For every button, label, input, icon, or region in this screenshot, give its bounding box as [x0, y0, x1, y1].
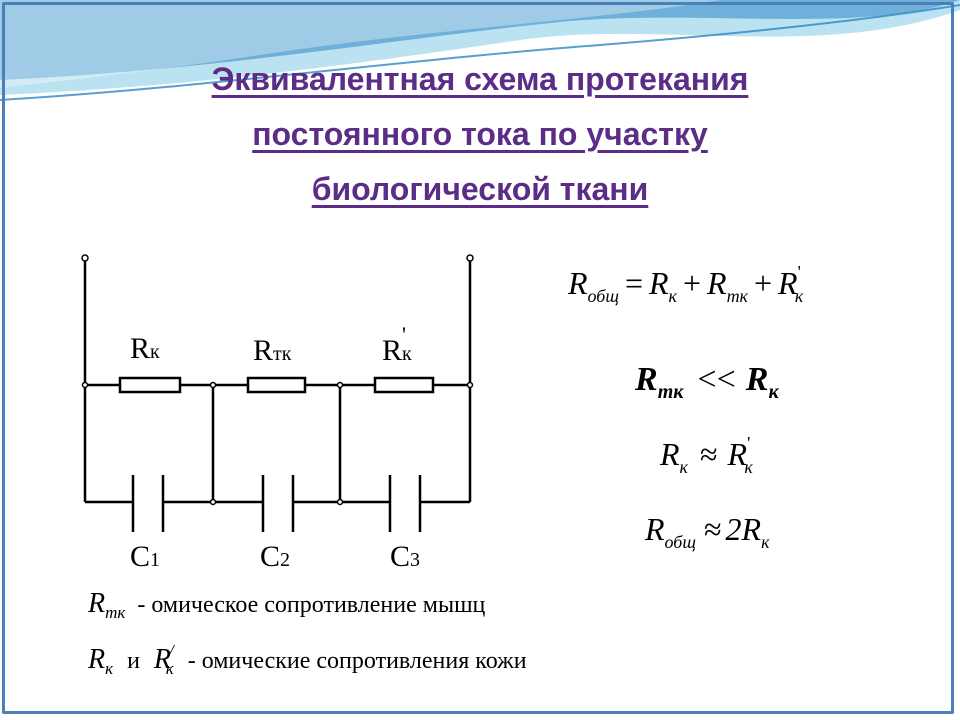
label-rk: Rк — [130, 332, 160, 365]
label-rk-prime-mark: ' — [402, 322, 406, 347]
terminal-left — [81, 254, 89, 262]
circuit-diagram: Rк Rтк Rк ' C1 C2 C3 Rтк- омическое сопр… — [81, 254, 527, 678]
label-c3: C3 — [390, 540, 420, 573]
label-c1: C1 — [130, 540, 160, 573]
title-line-2: постоянного тока по участку — [252, 116, 708, 152]
title-line-3: биологической ткани — [311, 171, 649, 207]
resistor-rk — [118, 376, 182, 394]
title-line-1: Эквивалентная схема протекания — [211, 61, 749, 97]
label-rtk: Rтк — [253, 334, 292, 367]
formula-total-sum: Rобщ=Rк+Rтк+R'к — [567, 262, 804, 306]
formula-rk-approx: Rк≈R'к — [659, 433, 753, 477]
resistor-rk-prime — [373, 376, 435, 394]
formulas-panel: Rобщ=Rк+Rтк+R'к Rтк<<Rк Rк≈R'к Rобщ≈2Rк — [567, 262, 804, 552]
terminal-right — [466, 254, 474, 262]
label-rk-prime: Rк — [382, 334, 412, 367]
slide-title: Эквивалентная схема протекания постоянно… — [80, 52, 880, 217]
legend-line-1: Rтк- омическое сопротивление мышц — [87, 588, 486, 622]
header-wave — [0, 0, 960, 101]
formula-total-approx: Rобщ≈2Rк — [644, 511, 770, 552]
resistor-rtk — [246, 376, 307, 394]
label-c2: C2 — [260, 540, 290, 573]
formula-rtk-much-less: Rтк<<Rк — [634, 361, 779, 403]
